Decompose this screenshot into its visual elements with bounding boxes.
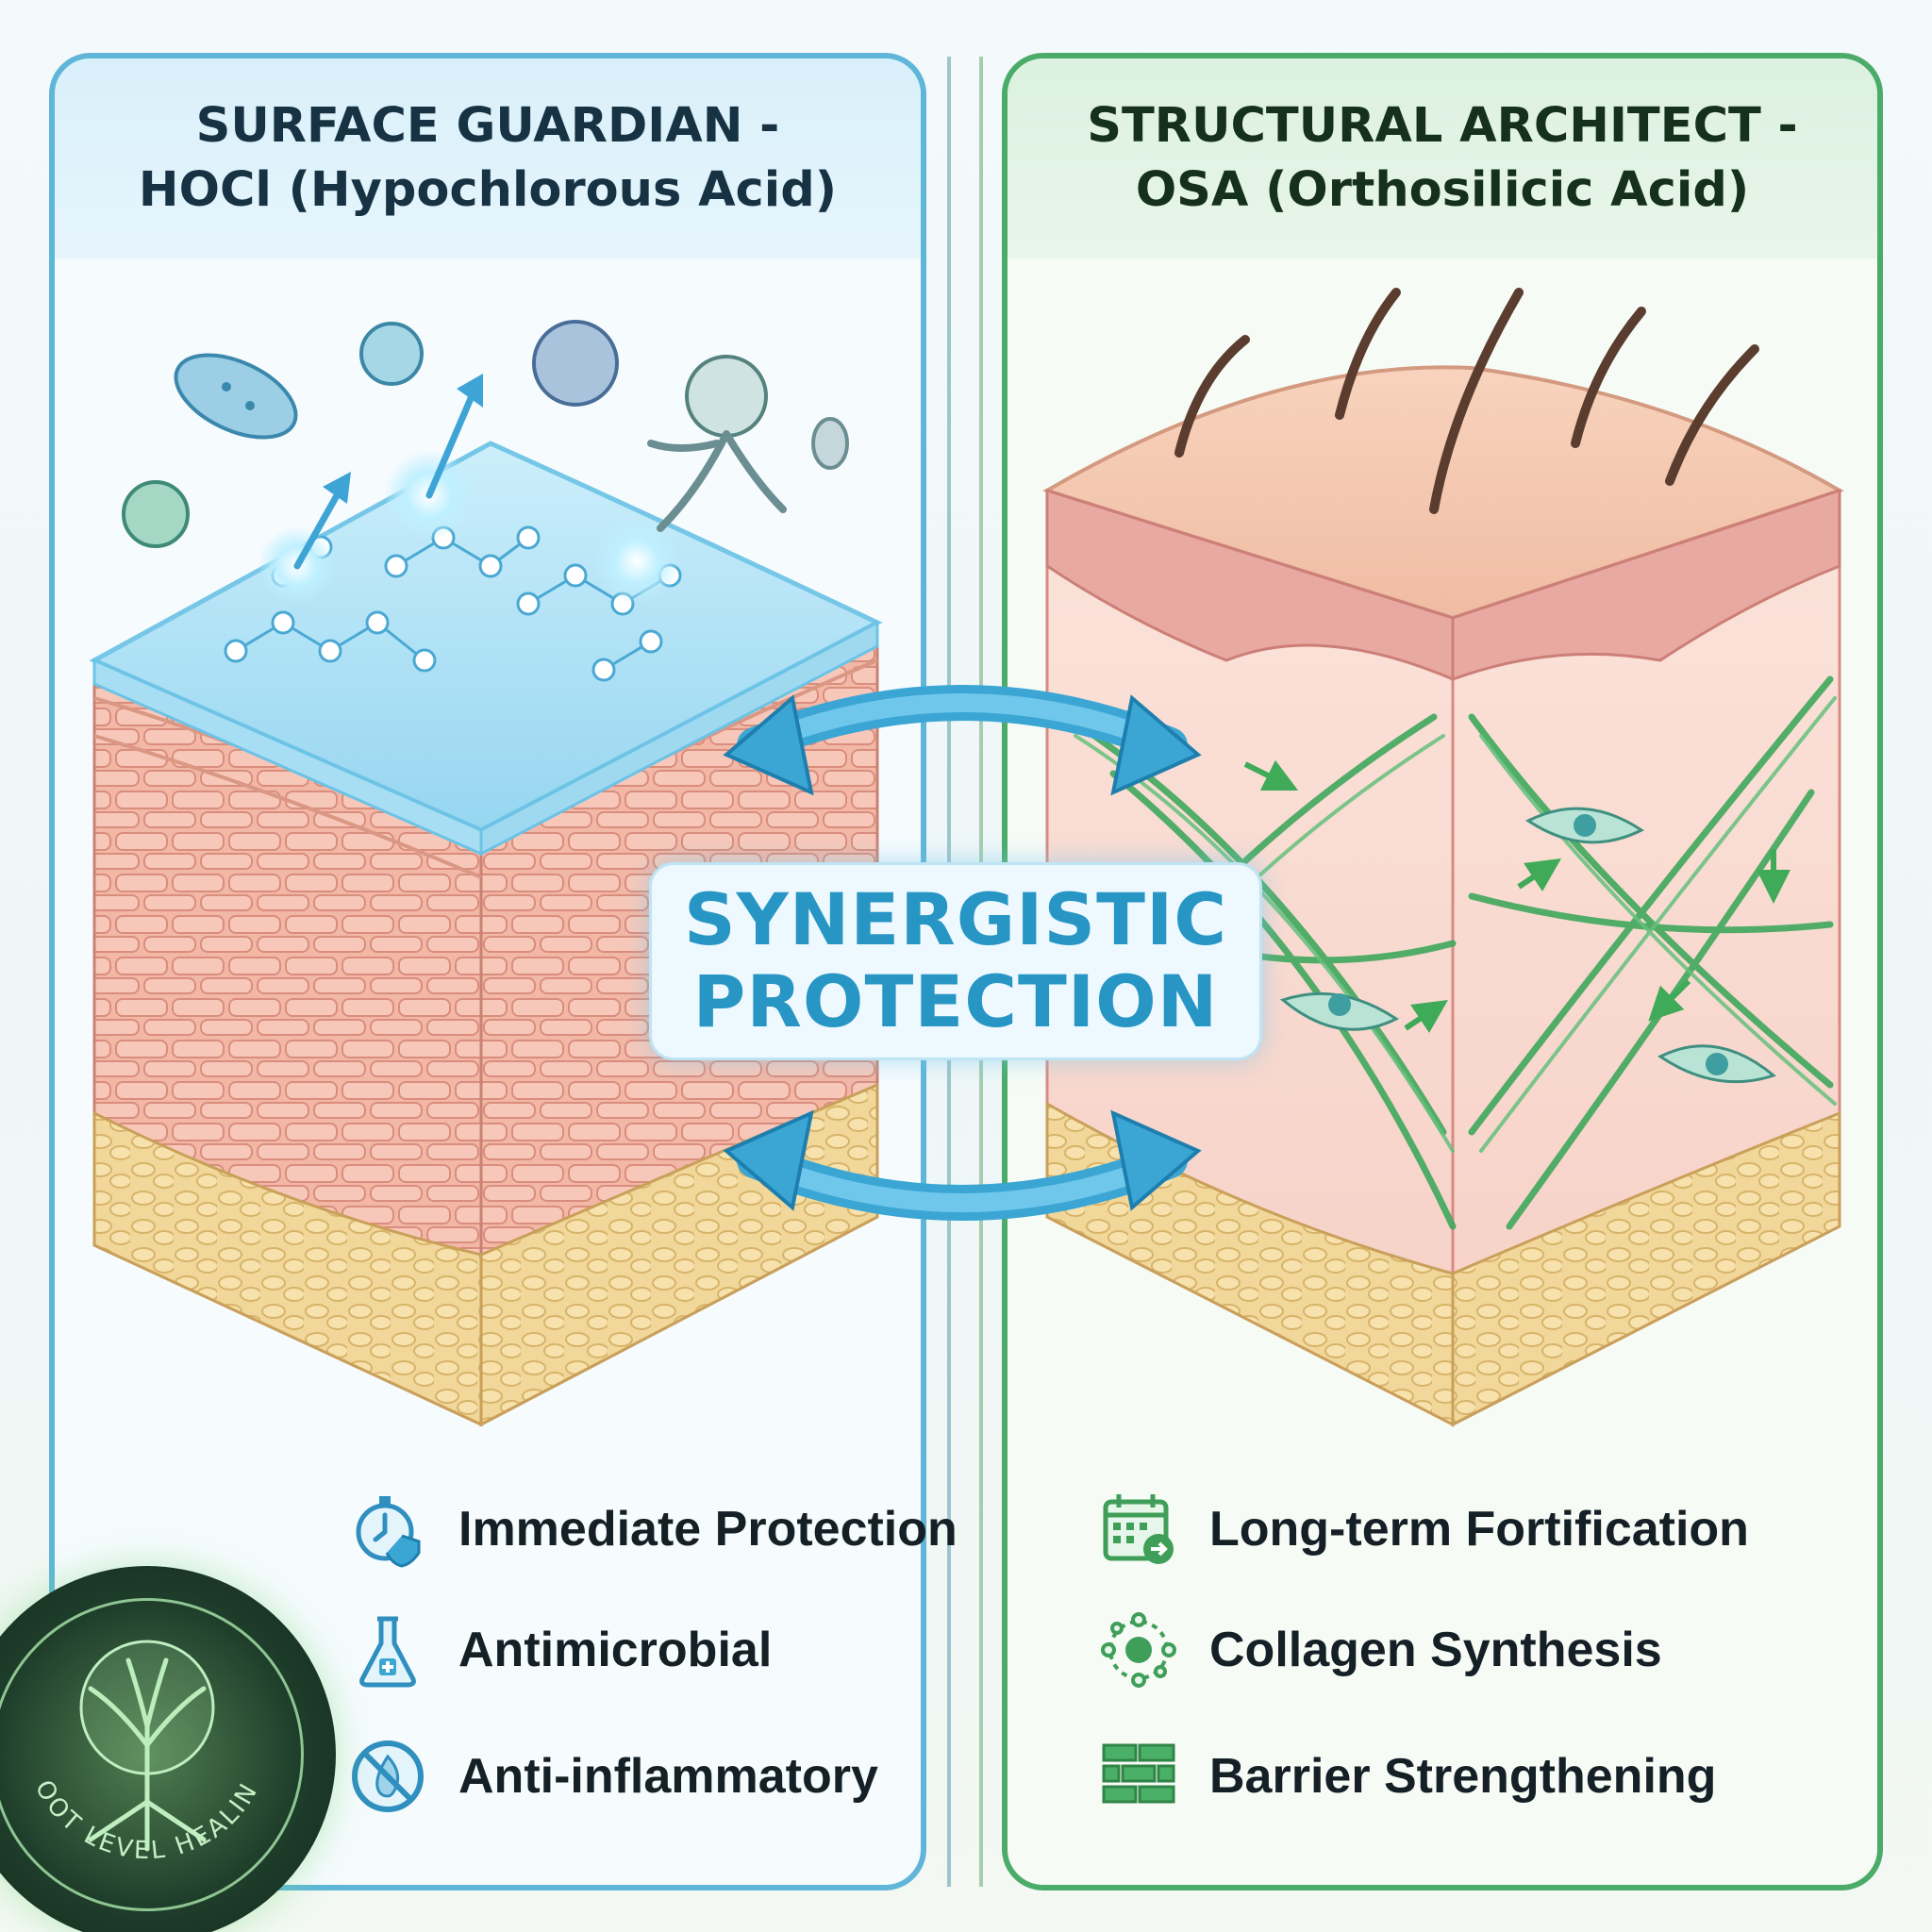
brick-wall-icon xyxy=(1102,1743,1175,1804)
hocl-panel-header: SURFACE GUARDIAN - HOCl (Hypochlorous Ac… xyxy=(55,58,921,258)
synergy-arrows xyxy=(723,685,1202,1221)
microbes-hocl xyxy=(122,320,849,548)
feature-label: Barrier Strengthening xyxy=(1209,1749,1717,1804)
stopwatch-shield-icon xyxy=(356,1496,421,1568)
osa-panel-header: STRUCTURAL ARCHITECT - OSA (Orthosilicic… xyxy=(1008,58,1877,258)
synergy-line1: SYNERGISTIC xyxy=(683,877,1228,962)
feature-collagen-synthesis: Collagen Synthesis xyxy=(1100,1611,1662,1689)
osa-title-line2: OSA (Orthosilicic Acid) xyxy=(1135,162,1750,218)
calendar-arrow-icon xyxy=(1103,1494,1174,1564)
feature-label: Antimicrobial xyxy=(458,1623,773,1677)
hocl-title-line2: HOCl (Hypochlorous Acid) xyxy=(138,162,838,218)
feature-label: Long-term Fortification xyxy=(1209,1502,1749,1557)
synergy-line2: PROTECTION xyxy=(692,959,1219,1043)
feature-barrier-strengthening: Barrier Strengthening xyxy=(1100,1738,1716,1815)
hocl-title-line1: SURFACE GUARDIAN - xyxy=(195,97,780,154)
feature-antimicrobial: Antimicrobial xyxy=(349,1611,772,1689)
osa-feature-list: Long-term Fortification Collagen Synthes… xyxy=(1100,1491,1855,1811)
feature-label: Immediate Protection xyxy=(458,1502,958,1557)
badge-text-arc: ROOT LEVEL HEALING xyxy=(0,1566,264,1865)
no-flame-icon xyxy=(352,1740,424,1812)
badge-ring xyxy=(0,1598,304,1911)
feature-label: Anti-inflammatory xyxy=(458,1749,878,1804)
flask-plus-icon xyxy=(359,1616,416,1688)
dermis-block-osa xyxy=(1042,288,1844,1427)
feature-label: Collagen Synthesis xyxy=(1209,1623,1662,1677)
molecule-network-icon xyxy=(1101,1612,1176,1688)
feature-anti-inflammatory: Anti-inflammatory xyxy=(349,1738,878,1815)
synergy-label: SYNERGISTIC PROTECTION xyxy=(649,862,1262,1060)
svg-text:ROOT LEVEL HEALING: ROOT LEVEL HEALING xyxy=(0,1566,264,1865)
tree-of-life-icon xyxy=(79,1640,215,1852)
feature-long-term-fortification: Long-term Fortification xyxy=(1100,1491,1749,1568)
hocl-feature-list: Immediate Protection Antimicrobial Anti-… xyxy=(349,1491,958,1812)
root-level-healing-badge: ROOT LEVEL HEALING xyxy=(0,1566,336,1932)
osa-title-line1: STRUCTURAL ARCHITECT - xyxy=(1087,97,1798,154)
badge-text: ROOT LEVEL HEALING xyxy=(0,1566,261,1865)
feature-immediate-protection: Immediate Protection xyxy=(349,1491,958,1568)
